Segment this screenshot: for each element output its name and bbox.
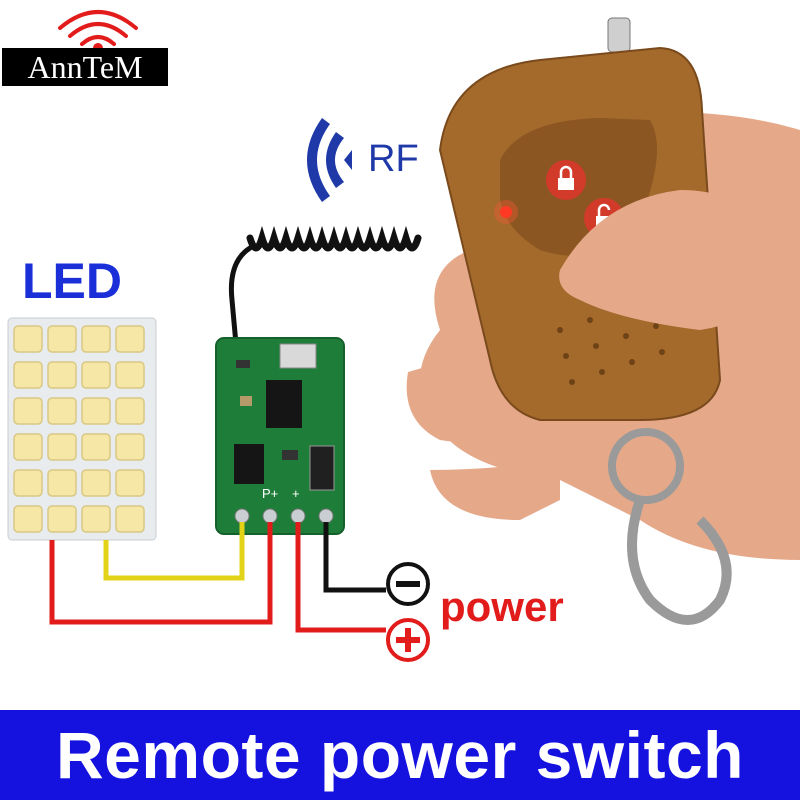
plus-terminal-icon <box>386 618 430 662</box>
keychain <box>608 428 732 625</box>
power-label: power <box>440 583 564 630</box>
led-panel <box>7 317 157 541</box>
led-label: LED <box>22 253 122 309</box>
lock-icon <box>546 160 586 200</box>
rf-signal-icon <box>307 118 352 202</box>
brand-logo: AnnTeM <box>2 48 168 86</box>
thumb <box>559 190 780 330</box>
banner-title: Remote power switch <box>56 718 744 792</box>
receiver-board <box>215 337 345 535</box>
rf-label: RF <box>368 138 419 180</box>
terminal-plus-label: + <box>292 486 300 501</box>
wiring <box>49 522 386 633</box>
remote-control <box>438 17 722 421</box>
bottom-banner <box>0 710 800 800</box>
terminal-p-label: P+ <box>262 486 279 501</box>
antenna-coil <box>228 225 422 347</box>
minus-terminal-icon <box>386 562 430 606</box>
wifi-arcs-icon <box>58 10 138 53</box>
